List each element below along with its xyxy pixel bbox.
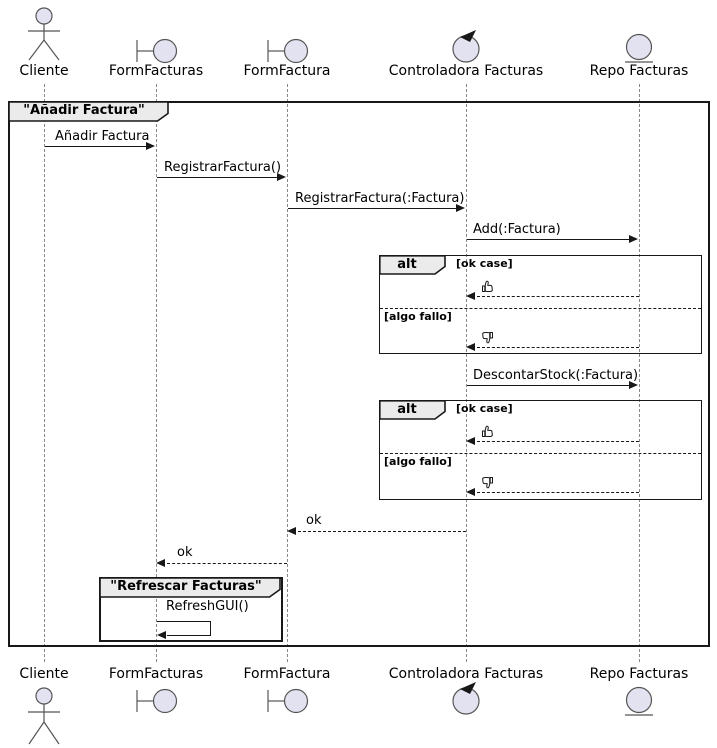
self-message-line-bottom [167,635,211,636]
message-label-registrar-factura-param: RegistrarFactura(:Factura) [295,191,465,206]
alt-fragment-1 [379,255,702,354]
message-line [45,146,146,147]
participant-label-form-factura: FormFactura [243,63,331,79]
alt-operator-tab [379,255,446,275]
boundary-icon [136,688,178,714]
participant-label-form-factura-bottom: FormFactura [243,666,331,682]
arrowhead-right-icon [146,142,155,150]
thumbs-down-icon [482,331,493,344]
lifeline-form-facturas [155,84,157,662]
thumbs-down-icon [482,476,493,489]
message-label-ok-2: ok [177,545,193,560]
alt-guard-fail: [algo fallo] [384,310,452,323]
arrowhead-left-icon [466,292,475,300]
lifeline-form-factura [286,84,288,662]
alt-guard-ok: [ok case] [456,402,513,415]
arrowhead-left-icon [466,343,475,351]
alt-operator-tab [379,400,446,420]
participant-label-cliente: Cliente [19,63,69,79]
frame-title-tab [99,577,281,598]
message-label-ok-1: ok [306,513,322,528]
thumbs-up-icon [482,425,493,438]
lifeline-cliente [43,84,45,662]
frame-anadir-factura [8,101,710,647]
boundary-icon [267,38,309,64]
boundary-icon [267,688,309,714]
frame-title: "Refrescar Facturas" [110,579,262,594]
arrowhead-right-icon [629,235,638,243]
return-line [477,492,639,493]
participant-label-form-facturas: FormFacturas [108,63,204,79]
message-line [157,177,277,178]
lifeline-repo-facturas [638,84,640,662]
actor-icon [28,7,60,61]
arrowhead-right-icon [277,173,286,181]
return-line [298,531,466,532]
message-label-descontar-stock: DescontarStock(:Factura) [473,368,639,383]
return-line [477,347,639,348]
message-line [467,385,629,386]
participant-label-controladora-bottom: Controladora Facturas [388,666,544,682]
message-label-refresh-gui: RefreshGUI() [166,599,249,614]
arrowhead-left-icon [156,559,165,567]
entity-icon [625,33,653,63]
arrowhead-left-icon [466,437,475,445]
alt-guard-ok: [ok case] [456,257,513,270]
return-line [477,441,639,442]
arrowhead-left-icon [466,488,475,496]
participant-label-controladora: Controladora Facturas [388,63,544,79]
participant-label-repo: Repo Facturas [589,63,689,79]
frame-title-tab [8,101,169,122]
message-label-anadir-factura: Añadir Factura [55,129,150,144]
arrowhead-right-icon [456,204,465,212]
actor-icon [28,687,60,745]
message-label-add-factura: Add(:Factura) [473,222,561,237]
message-line [467,239,629,240]
frame-title: "Añadir Factura" [23,103,145,118]
alt-guard-fail: [algo fallo] [384,455,452,468]
control-icon [452,30,480,63]
alt-operator-label: alt [397,257,417,272]
participant-label-form-facturas-bottom: FormFacturas [108,666,204,682]
lifeline-controladora-facturas [465,84,467,662]
entity-icon [625,686,653,716]
alt-fragment-2 [379,400,702,500]
alt-divider [380,308,701,309]
return-line [167,563,287,564]
arrowhead-left-icon [287,527,296,535]
alt-divider [380,453,701,454]
participant-label-repo-bottom: Repo Facturas [589,666,689,682]
arrowhead-right-icon [629,381,638,389]
control-icon [452,682,480,715]
boundary-icon [136,38,178,64]
arrowhead-left-icon [157,631,166,639]
self-message-line-top [157,621,211,622]
participant-label-cliente-bottom: Cliente [19,666,69,682]
alt-operator-label: alt [397,402,417,417]
message-label-registrar-factura: RegistrarFactura() [164,160,282,175]
self-message-line-right [210,621,211,635]
message-line [288,208,456,209]
thumbs-up-icon [482,280,493,293]
return-line [477,296,639,297]
